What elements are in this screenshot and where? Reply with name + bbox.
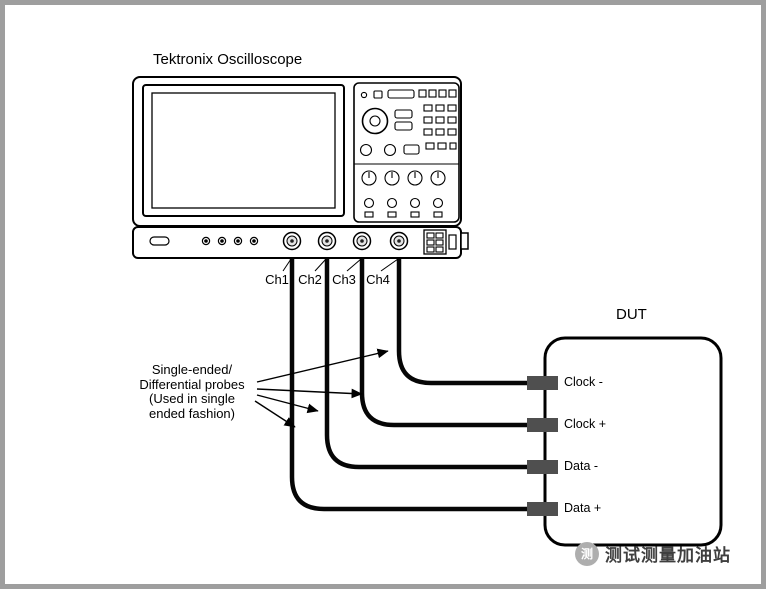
channel-label-ch1: Ch1	[265, 272, 289, 287]
dut-connectors	[527, 376, 558, 516]
probe-note-line-4: ended fashion)	[148, 405, 235, 421]
dut-pin-label-data-minus: Data -	[564, 459, 599, 473]
arrow-to-ch3-cable	[256, 388, 363, 399]
control-panel	[353, 82, 460, 223]
probe-note-line-2: Differential probes	[139, 376, 245, 392]
channel-label-ch2: Ch2	[298, 272, 322, 287]
cable-ch2	[324, 240, 535, 470]
side-tab	[460, 232, 469, 250]
aux-connector	[423, 229, 457, 255]
cable-ch1	[289, 240, 535, 512]
oscilloscope-drawing	[132, 76, 469, 272]
probe-cables	[289, 240, 535, 512]
dut-pin-label-data-plus: Data +	[564, 501, 602, 515]
dut-drawing	[527, 336, 723, 547]
watermark-text: 测试测量加油站	[605, 546, 731, 565]
cable-ch3	[359, 240, 535, 428]
channel-label-ch4: Ch4	[366, 272, 390, 287]
channel-label-ch3: Ch3	[332, 272, 356, 287]
bnc-ch4	[389, 231, 409, 251]
probe-note-line-1: Single-ended/	[151, 362, 233, 377]
power-slot	[149, 236, 170, 246]
oscilloscope-title: Tektronix Oscilloscope	[153, 51, 303, 68]
front-panel-strip	[132, 226, 469, 272]
dut-title: DUT	[616, 306, 647, 323]
vertical-knobs	[361, 170, 446, 218]
arrow-to-ch2-cable	[256, 394, 319, 414]
bnc-ch1	[282, 231, 302, 251]
arrow-to-ch4-cable	[256, 348, 389, 383]
probe-note-arrows	[254, 348, 389, 428]
watermark-logo-icon: 测	[575, 541, 599, 566]
bnc-ch3	[352, 231, 372, 251]
dut-connector-data-plus	[527, 502, 558, 516]
dut-connector-data-minus	[527, 460, 558, 474]
dut-outline	[543, 336, 723, 547]
channel-leader-ticks	[282, 258, 399, 272]
dut-pin-label-clock-plus: Clock +	[564, 417, 607, 431]
watermark: 测 测试测量加油站	[575, 541, 731, 566]
dut-connector-clock-plus	[527, 418, 558, 432]
oscilloscope-display	[151, 92, 336, 209]
arrow-to-ch1-cable	[254, 400, 296, 428]
dut-connector-clock-minus	[527, 376, 558, 390]
bnc-ch2	[317, 231, 337, 251]
cable-ch4	[396, 240, 535, 386]
probe-note: Single-ended/ Differential probes (Used …	[108, 362, 276, 421]
dut-pin-label-clock-minus: Clock -	[564, 375, 603, 389]
probe-note-line-3: (Used in single	[149, 391, 235, 406]
